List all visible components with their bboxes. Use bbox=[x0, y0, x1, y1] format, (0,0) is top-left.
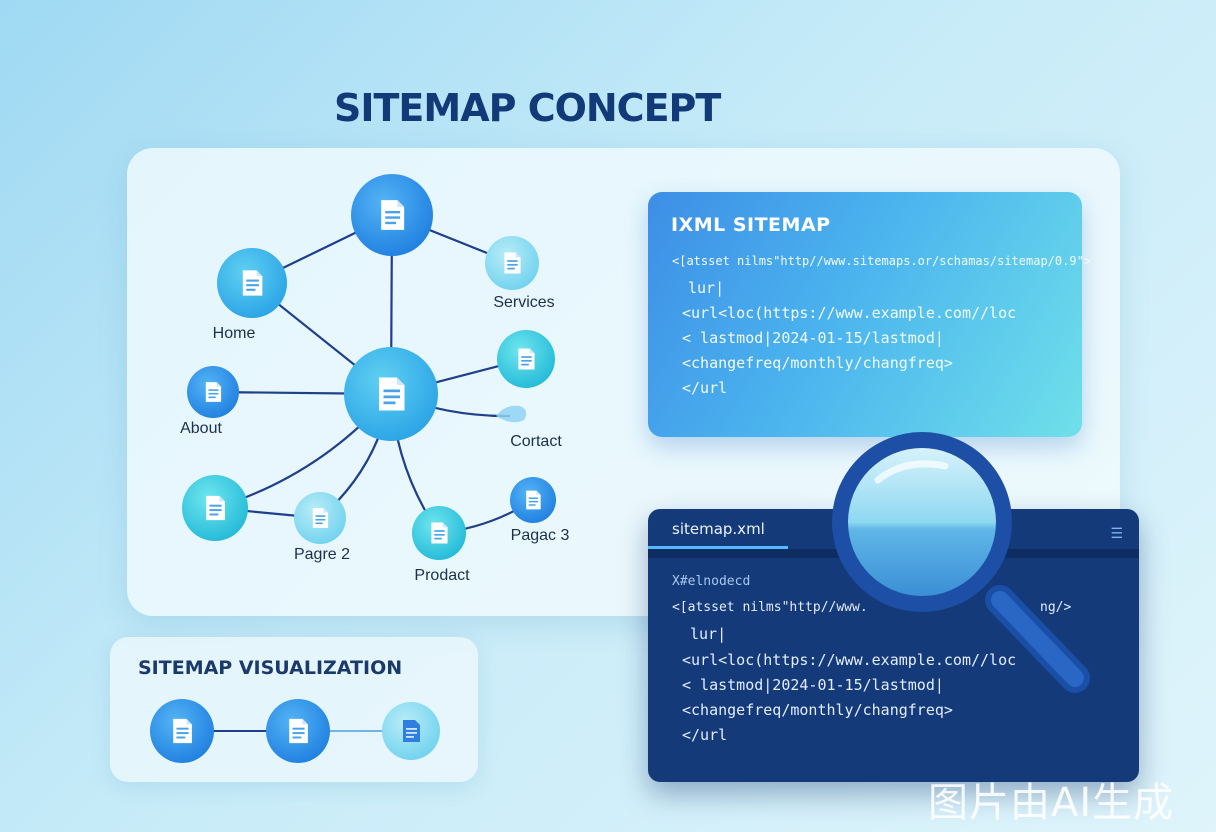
xml-code-line: lur| bbox=[688, 279, 725, 297]
viz-node[interactable] bbox=[382, 702, 440, 760]
editor-tab[interactable]: sitemap.xml bbox=[672, 520, 765, 538]
node-top[interactable] bbox=[351, 174, 433, 256]
menu-icon[interactable]: ☰ bbox=[1110, 525, 1123, 541]
node-home[interactable] bbox=[217, 248, 287, 318]
editor-code-line: <changefreq/monthly/changfreq> bbox=[682, 701, 953, 719]
editor-code-line: <url<loc(https://www.example.com//loc bbox=[682, 651, 1017, 669]
document-icon bbox=[206, 495, 225, 521]
node-label-services: Services bbox=[493, 294, 554, 311]
magnifying-glass-icon bbox=[832, 432, 1090, 693]
editor-code-line: < lastmod|2024-01-15/lastmod| bbox=[682, 676, 944, 694]
editor-code-line: <[atsset nilms"http//www. bbox=[672, 600, 868, 615]
xml-code-line: <changefreq/monthly/changfreq> bbox=[682, 354, 953, 372]
node-label-contact: Cortact bbox=[510, 433, 562, 450]
editor-code-line: </url bbox=[682, 726, 728, 744]
xml-code-line: </url bbox=[682, 379, 728, 397]
document-icon bbox=[242, 270, 263, 296]
node-left-low[interactable] bbox=[182, 475, 248, 541]
node-label-about: About bbox=[180, 420, 222, 437]
xml-sitemap-card: IXML SITEMAP <[atsset nilms"http//www.si… bbox=[648, 192, 1091, 437]
node-label-home: Home bbox=[213, 325, 256, 342]
editor-code-line: lur| bbox=[690, 625, 727, 643]
document-icon bbox=[403, 720, 420, 742]
node-label-page3: Pagac 3 bbox=[511, 527, 570, 544]
node-page2[interactable] bbox=[294, 492, 346, 544]
node-services[interactable] bbox=[485, 236, 539, 290]
document-icon bbox=[381, 200, 405, 230]
node-contact[interactable] bbox=[496, 405, 527, 423]
document-icon bbox=[431, 522, 448, 544]
visualization-chain bbox=[150, 699, 440, 763]
document-icon bbox=[518, 348, 535, 370]
xml-card-title: IXML SITEMAP bbox=[671, 214, 831, 236]
document-icon bbox=[312, 508, 329, 528]
viz-node[interactable] bbox=[150, 699, 214, 763]
editor-code-line: X#elnodecd bbox=[672, 574, 751, 589]
viz-node[interactable] bbox=[266, 699, 330, 763]
page-title: SITEMAP CONCEPT bbox=[334, 86, 721, 130]
document-icon bbox=[173, 718, 192, 744]
document-icon bbox=[379, 377, 405, 411]
node-center[interactable] bbox=[344, 347, 438, 441]
node-page3[interactable] bbox=[510, 477, 556, 523]
node-label-product: Prodact bbox=[414, 567, 470, 584]
node-about[interactable] bbox=[187, 366, 239, 418]
active-tab-indicator bbox=[648, 546, 788, 549]
editor-code-line: ng/> bbox=[1040, 600, 1072, 615]
node-right-doc[interactable] bbox=[497, 330, 555, 388]
document-icon bbox=[504, 252, 521, 274]
node-product[interactable] bbox=[412, 506, 466, 560]
xml-code-line: <[atsset nilms"http//www.sitemaps.or/sch… bbox=[672, 254, 1092, 268]
document-icon bbox=[289, 718, 308, 744]
xml-code-line: <url<loc(https://www.example.com//loc bbox=[682, 304, 1017, 322]
watermark: 图片由AI生成 bbox=[928, 780, 1175, 826]
node-label-page2: Pagre 2 bbox=[294, 546, 350, 563]
viz-card-title: SITEMAP VISUALIZATION bbox=[138, 657, 403, 679]
document-icon bbox=[526, 490, 541, 510]
xml-code-line: < lastmod|2024-01-15/lastmod| bbox=[682, 329, 944, 347]
document-icon bbox=[205, 382, 222, 402]
